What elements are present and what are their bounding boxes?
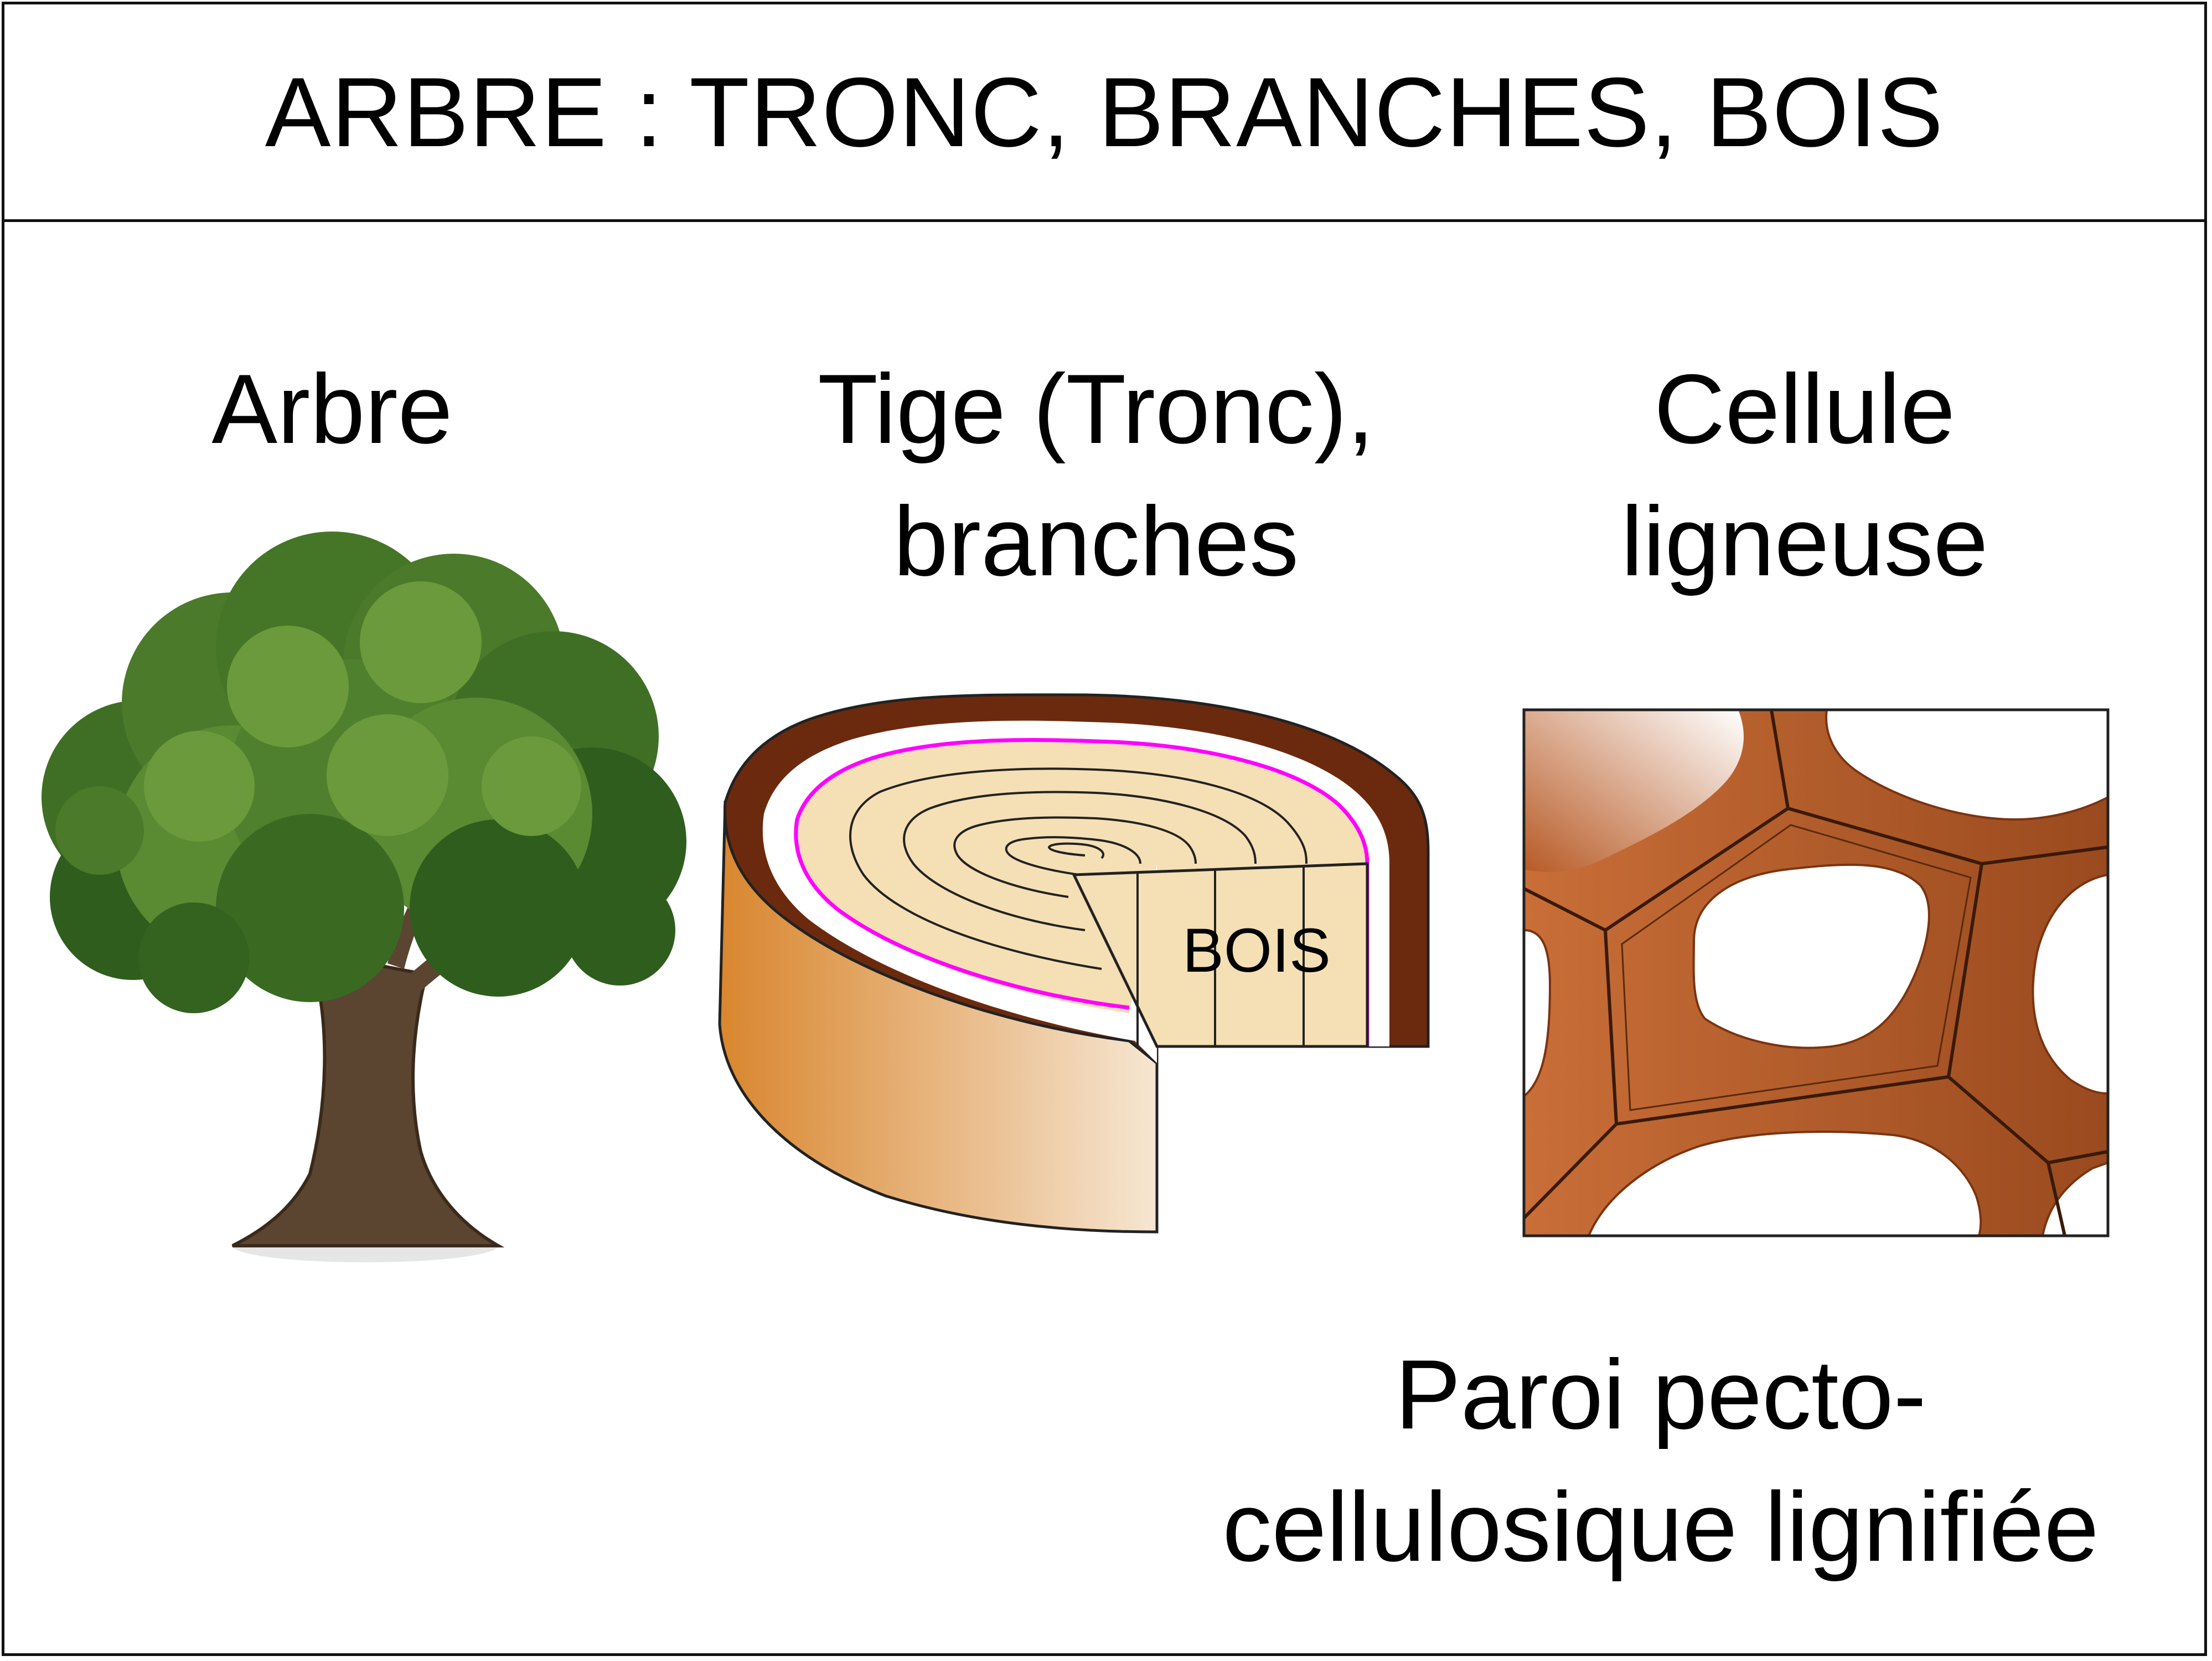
tree-illustration: [42, 532, 686, 1262]
cell-illustration: [1522, 708, 2110, 1237]
trunk-label: Tige (Tronc), branches: [709, 343, 1484, 607]
trunk-section-illustration: BOIS: [718, 693, 1430, 1234]
title-bar: ARBRE : TRONC, BRANCHES, BOIS: [4, 4, 2204, 222]
log-growth-rings: [849, 767, 1307, 970]
cell-lumen-right: [2032, 873, 2108, 1095]
cell-lumen-left: [1524, 928, 1552, 1098]
tree-foliage: [42, 532, 686, 1013]
cell-lumen-topleft: [1524, 710, 1744, 872]
cell-frame: [1522, 708, 2110, 1237]
log-cut-face-lines: [1136, 866, 1305, 1046]
wall-caption-line1: Paroi pecto-: [1395, 1339, 1926, 1449]
cell-label-line1: Cellule: [1653, 354, 1956, 464]
trunk-label-line2: branches: [893, 486, 1299, 596]
log-cut-face: [1072, 862, 1369, 1048]
tree-label: Arbre: [166, 343, 498, 476]
cell-lumen-topright: [1825, 710, 2108, 821]
cell-label: Cellule ligneuse: [1495, 343, 2115, 607]
cell-middle-lamella: [1524, 710, 2108, 1236]
cell-lumen-center: [1692, 863, 1930, 1049]
tree-trunk: [231, 950, 505, 1247]
cell-lumen-bottom: [1587, 1131, 1982, 1236]
wood-label: BOIS: [1182, 916, 1331, 985]
wall-caption: Paroi pecto- cellulosique lignifiée: [1190, 1329, 2131, 1593]
page-title: ARBRE : TRONC, BRANCHES, BOIS: [265, 56, 1944, 167]
trunk-label-line1: Tige (Tronc),: [818, 354, 1374, 464]
log-cambium-line: [794, 737, 1369, 1046]
wall-caption-line2: cellulosique lignifiée: [1222, 1471, 2099, 1582]
tree-label-text: Arbre: [211, 354, 453, 464]
cell-wall-layers: [1621, 824, 1972, 1111]
cell-label-line2: ligneuse: [1621, 486, 1988, 596]
